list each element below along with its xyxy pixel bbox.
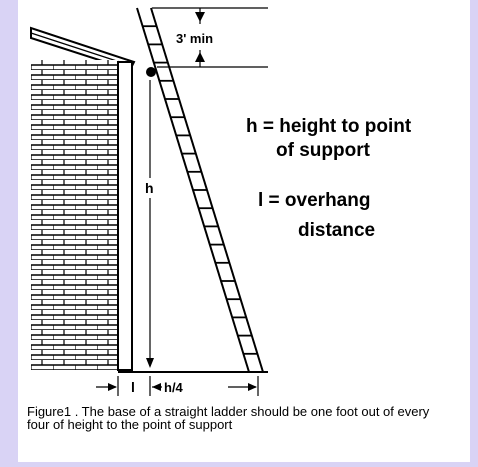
height-label: h [145,180,154,196]
brick-wall [31,60,133,371]
figure-caption: Figure1 . The base of a straight ladder … [27,404,430,432]
ladder [136,7,264,373]
height-dimension: h [145,80,154,368]
legend-overhang-line1: l = overhang [258,190,370,211]
overhang-label: l [131,379,135,395]
legend: h = height to point of support l = overh… [246,116,412,241]
legend-height-line2: of support [276,140,371,161]
min-clearance-label: 3' min [176,31,213,46]
base-offset-label: h/4 [164,380,184,395]
base-dimensions: l h/4 [96,376,259,396]
min-clearance-dimension: 3' min [152,7,268,68]
legend-height-line1: h = height to point [246,116,412,137]
support-point-marker [146,67,156,77]
legend-overhang-line2: distance [298,220,375,241]
